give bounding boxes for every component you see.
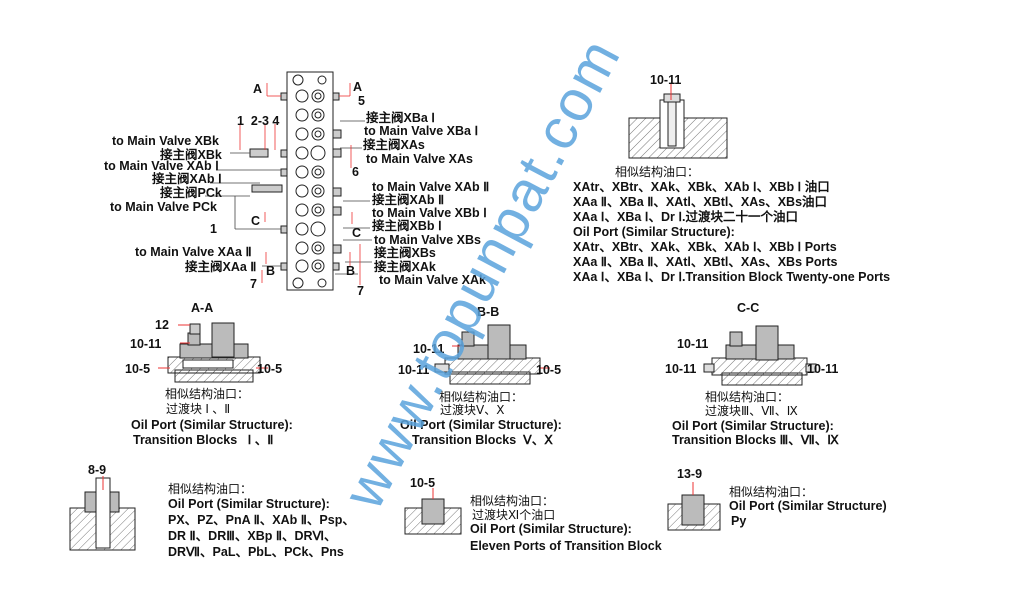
port-line: 过渡块Ⅺ个油口: [472, 508, 556, 522]
callout: 10-11: [807, 362, 839, 376]
section-line: Oil Port (Similar Structure):: [400, 418, 562, 432]
port-13-9-drawing: [667, 482, 721, 531]
section-line: 相似结构油口：: [439, 390, 524, 404]
label-right: to Main Valve XBs: [374, 233, 481, 247]
callout-7: 7: [250, 277, 257, 291]
valve-block: [205, 71, 372, 291]
section-line: Transition Blocks Ⅰ 、Ⅱ: [133, 433, 274, 447]
port-line: 相似结构油口：: [470, 494, 555, 508]
port-10-11-drawing: [628, 84, 728, 159]
section-line: 过渡块Ⅲ、Ⅶ、Ⅸ: [705, 404, 798, 418]
port-line: Oil Port (Similar Structure):: [168, 497, 330, 511]
callout-10-11: 10-11: [650, 73, 682, 87]
section-title: A-A: [191, 301, 214, 315]
callout-c: C: [251, 214, 261, 228]
label-left: 接主阀XAb Ⅰ: [152, 172, 222, 186]
port-line: Oil Port (Similar Structure):: [573, 225, 735, 239]
callout: 10-11: [398, 363, 430, 377]
callout: 10-5: [125, 362, 151, 376]
label-right: to Main Valve XBa Ⅰ: [364, 124, 479, 138]
port-line: Eleven Ports of Transition Block: [470, 539, 662, 553]
port-line: DRⅦ、PaL、PbL、PCk、Pns: [168, 545, 344, 559]
callout-c: C: [352, 226, 362, 240]
port-8-9-drawing: [69, 476, 136, 551]
callout-5: 5: [358, 94, 365, 108]
label-right: 接主阀XBb Ⅰ: [372, 219, 442, 233]
section-a-a-drawing: [158, 322, 268, 383]
port-line: PX、PZ、PnA Ⅱ、XAb Ⅱ、Psp、: [168, 513, 355, 527]
label-left: 接主阀XBk: [160, 148, 222, 162]
section-line: Transition Blocks Ⅴ、Ⅹ: [412, 433, 553, 447]
callout: 10-11: [130, 337, 162, 351]
section-line: 相似结构油口：: [705, 390, 790, 404]
callout: 8-9: [88, 463, 107, 477]
section-line: 相似结构油口：: [165, 387, 250, 401]
port-line: Oil Port (Similar Structure): [729, 499, 887, 513]
callout-b: B: [266, 264, 276, 278]
port-line: Py: [731, 514, 747, 528]
callout: 13-9: [677, 467, 703, 481]
port-line: DR Ⅱ、DRⅢ、XBp Ⅱ、DRⅥ、: [168, 529, 337, 543]
section-line: Oil Port (Similar Structure):: [672, 419, 834, 433]
port-line: XAtr、XBtr、XAk、XBk、XAb Ⅰ、XBb Ⅰ 油口: [573, 180, 830, 194]
section-line: 过渡块 Ⅰ 、Ⅱ: [166, 402, 231, 416]
label-right: to Main Valve XBb Ⅰ: [372, 206, 487, 220]
section-title: B-B: [477, 305, 500, 319]
label-left: to Main Valve XBk: [112, 134, 219, 148]
label-left: 接主阀PCk: [160, 186, 222, 200]
port-line: XAa Ⅱ、XBa Ⅱ、XAtl、XBtl、XAs、XBs油口: [573, 195, 828, 209]
similar-heading: 相似结构油口：: [615, 165, 700, 179]
section-line: Oil Port (Similar Structure):: [131, 418, 293, 432]
label-right: to Main Valve XAb Ⅱ: [372, 180, 490, 194]
callout: 10-11: [665, 362, 697, 376]
section-title: C-C: [737, 301, 760, 315]
callout: 10-5: [536, 363, 562, 377]
label-right: 接主阀XAk: [374, 260, 436, 274]
label-left: to Main Valve XAb Ⅰ: [104, 159, 219, 173]
port-line: 相似结构油口：: [729, 485, 814, 499]
label-right: to Main Valve XAk: [379, 273, 486, 287]
label-right: to Main Valve XAs: [366, 152, 473, 166]
label-right: 接主阀XAb Ⅱ: [372, 193, 445, 207]
section-line: 过渡块Ⅴ、Ⅹ: [440, 403, 505, 417]
section-line: Transition Blocks Ⅲ、Ⅶ、Ⅸ: [672, 433, 839, 447]
section-c-c-drawing: [703, 325, 817, 386]
label-left: to Main Valve PCk: [110, 200, 217, 214]
port-10-5-drawing: [404, 488, 462, 535]
port-line: Oil Port (Similar Structure):: [470, 522, 632, 536]
label-right: 接主阀XBa Ⅰ: [366, 111, 435, 125]
callout-6: 6: [352, 165, 359, 179]
callout-7: 7: [357, 284, 364, 298]
callout: 10-11: [677, 337, 709, 351]
callout-a: A: [253, 82, 263, 96]
label-right: 接主阀XAs: [363, 138, 425, 152]
port-line: XAa Ⅱ、XBa Ⅱ、XAtl、XBtl、XAs、XBs Ports: [573, 255, 838, 269]
callout-b: B: [346, 264, 356, 278]
port-line: 相似结构油口：: [168, 482, 253, 496]
callout-1-2-3-4: 1 2-3 4: [237, 114, 280, 128]
port-line: XAtr、XBtr、XAk、XBk、XAb Ⅰ、XBb Ⅰ Ports: [573, 240, 837, 254]
callout-1: 1: [210, 222, 217, 236]
callout: 10-5: [410, 476, 436, 490]
port-line: XAa Ⅰ、XBa Ⅰ、Dr Ⅰ.过渡块二十一个油口: [573, 210, 798, 224]
callout: 10-11: [413, 342, 445, 356]
section-b-b-drawing: [434, 324, 550, 385]
callout-a: A: [353, 80, 363, 94]
callout: 12: [155, 318, 169, 332]
callout: 10-5: [257, 362, 283, 376]
label-left: to Main Valve XAa Ⅱ: [135, 245, 252, 259]
label-left: 接主阀XAa Ⅱ: [185, 260, 257, 274]
port-line: XAa Ⅰ、XBa Ⅰ、Dr Ⅰ.Transition Block Twenty…: [573, 270, 891, 284]
label-right: 接主阀XBs: [374, 246, 436, 260]
